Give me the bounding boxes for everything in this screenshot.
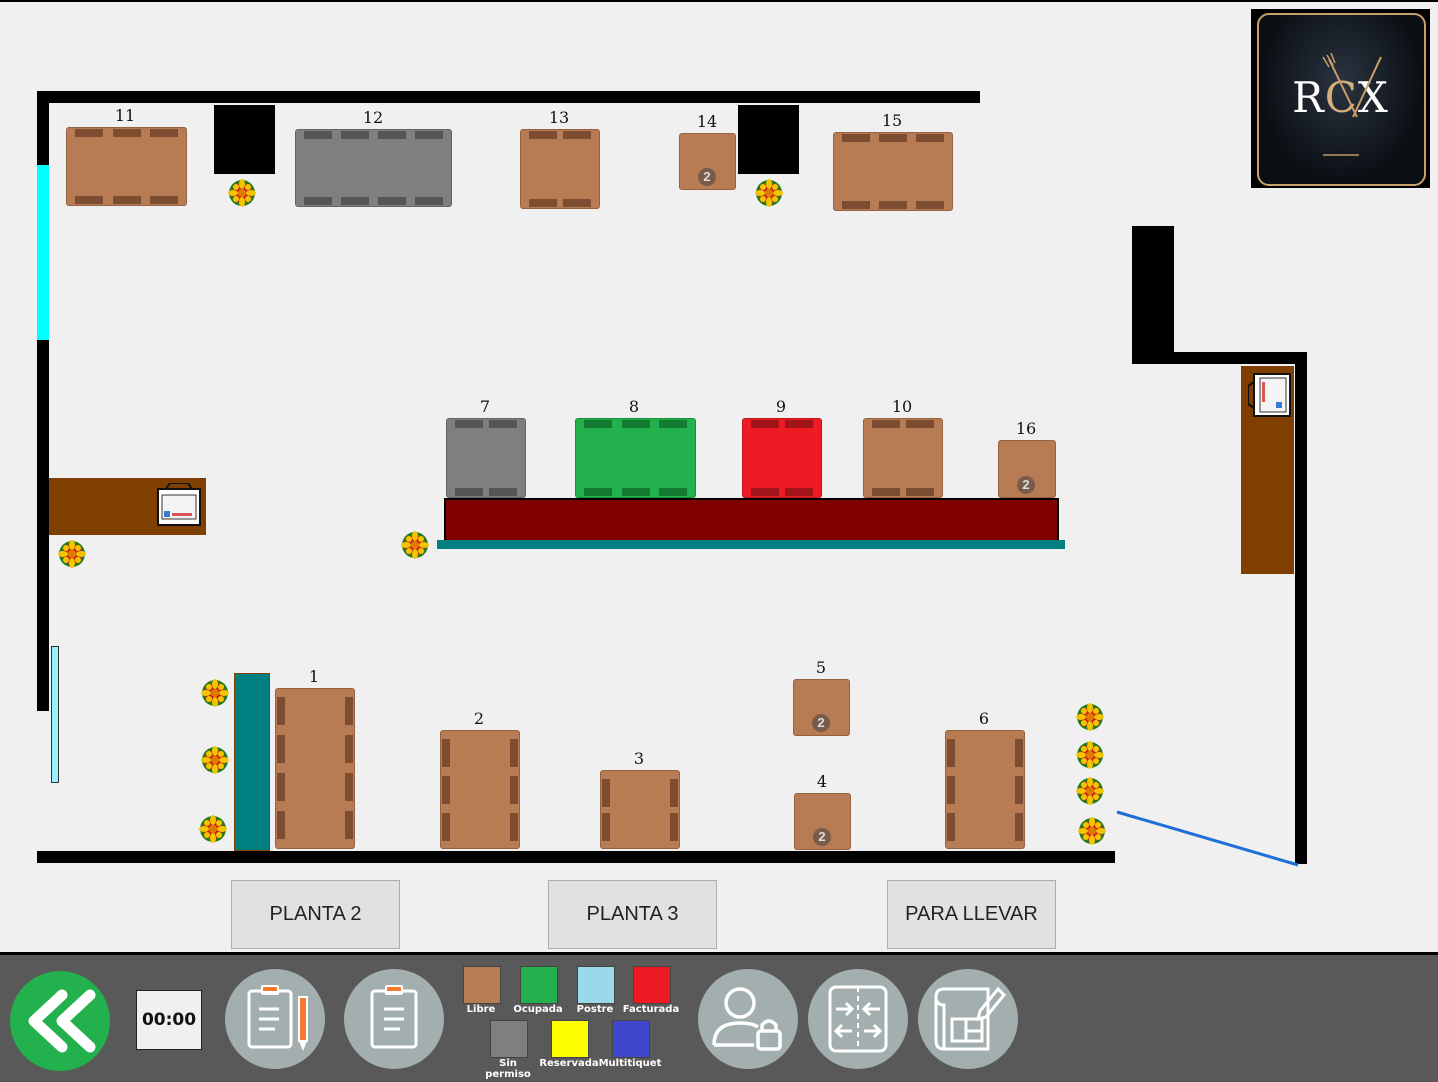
double-chevron-left-icon xyxy=(28,989,96,1053)
table-5[interactable]: 2 xyxy=(793,679,850,736)
table-13[interactable] xyxy=(520,129,600,209)
legend-swatch-libre xyxy=(463,966,501,1004)
planta-2-button[interactable]: PLANTA 2 xyxy=(231,880,400,949)
legend-label-multitiquet: Multitiquet xyxy=(598,1058,662,1069)
clipboard-icon xyxy=(370,985,418,1049)
plant-icon xyxy=(58,540,86,568)
wall-right-upper xyxy=(1132,226,1174,364)
table-7[interactable] xyxy=(446,418,526,498)
plant-icon xyxy=(228,179,256,207)
table-number: 1 xyxy=(308,667,320,686)
table-11[interactable] xyxy=(66,127,187,206)
plant-icon xyxy=(401,531,429,559)
pillar-1 xyxy=(214,105,275,174)
logo-text-c: C xyxy=(1324,73,1358,122)
legend-swatch-multitiquet xyxy=(612,1020,650,1058)
table-9[interactable] xyxy=(742,418,822,498)
seat-count-badge: 2 xyxy=(1017,476,1035,494)
plant-icon xyxy=(1078,817,1106,845)
bottom-toolbar: 00:00 Libre Ocupada Postre Facturada xyxy=(0,952,1438,1082)
legend-swatch-facturada xyxy=(633,966,671,1004)
table-number: 12 xyxy=(362,108,384,127)
para-llevar-button[interactable]: PARA LLEVAR xyxy=(887,880,1056,949)
bar-footrest xyxy=(437,540,1065,549)
table-1[interactable] xyxy=(275,688,355,849)
arrows-transfer-icon xyxy=(828,985,888,1053)
table-number: 2 xyxy=(473,709,485,728)
table-number: 10 xyxy=(891,397,913,416)
edit-floor-plan-button[interactable] xyxy=(918,969,1018,1069)
table-number: 5 xyxy=(815,658,827,677)
legend-label-facturada: Facturada xyxy=(622,1004,680,1015)
table-16[interactable]: 2 xyxy=(998,440,1056,498)
pos-terminal-right-icon[interactable] xyxy=(1248,372,1292,418)
logo-text-r: R xyxy=(1292,73,1325,122)
table-14[interactable]: 2 xyxy=(679,133,736,190)
table-8[interactable] xyxy=(575,418,696,498)
plant-icon xyxy=(1076,741,1104,769)
timer-display: 00:00 xyxy=(136,990,202,1050)
table-number: 13 xyxy=(548,108,570,127)
legend-label-ocupada: Ocupada xyxy=(513,1004,563,1015)
planter-box xyxy=(234,673,270,851)
legend-swatch-sin-permiso xyxy=(490,1020,528,1058)
seat-count-badge: 2 xyxy=(813,828,831,846)
transfer-table-button[interactable] xyxy=(808,969,908,1069)
plant-icon xyxy=(1076,703,1104,731)
top-border xyxy=(0,0,1438,2)
pillar-2 xyxy=(738,105,799,174)
table-6[interactable] xyxy=(945,730,1025,849)
table-4[interactable]: 2 xyxy=(794,793,851,850)
window-left xyxy=(37,165,49,340)
table-number: 9 xyxy=(775,397,787,416)
table-number: 8 xyxy=(628,397,640,416)
back-button[interactable] xyxy=(10,971,110,1071)
table-number: 7 xyxy=(479,397,491,416)
wall-top xyxy=(37,91,980,103)
table-number: 6 xyxy=(978,709,990,728)
bar-counter xyxy=(444,498,1059,542)
logo: RCX xyxy=(1251,9,1430,188)
legend-swatch-postre xyxy=(577,966,615,1004)
legend-label-reservada: Reservada xyxy=(539,1058,599,1069)
wall-right xyxy=(1295,352,1307,864)
table-number: 11 xyxy=(114,106,136,125)
table-2[interactable] xyxy=(440,730,520,849)
table-12[interactable] xyxy=(295,129,452,207)
wall-right-ledge xyxy=(1132,352,1307,364)
plant-icon xyxy=(1076,777,1104,805)
table-10[interactable] xyxy=(863,418,943,498)
legend-label-postre: Postre xyxy=(576,1004,614,1015)
lock-user-button[interactable] xyxy=(698,969,798,1069)
plant-icon xyxy=(201,746,229,774)
wall-bottom xyxy=(37,851,1115,863)
table-number: 16 xyxy=(1015,419,1037,438)
clipboard-pencil-icon xyxy=(247,985,308,1051)
table-number: 3 xyxy=(633,749,645,768)
seat-count-badge: 2 xyxy=(698,168,716,186)
table-number: 14 xyxy=(696,112,718,131)
table-3[interactable] xyxy=(600,770,680,849)
table-15[interactable] xyxy=(833,132,953,211)
table-number: 4 xyxy=(816,772,828,791)
planta-3-button[interactable]: PLANTA 3 xyxy=(548,880,717,949)
legend-swatch-ocupada xyxy=(520,966,558,1004)
plant-icon xyxy=(201,679,229,707)
door-swing-line xyxy=(1116,810,1299,867)
table-number: 15 xyxy=(881,111,903,130)
blueprint-pencil-icon xyxy=(934,986,1007,1051)
seat-count-badge: 2 xyxy=(812,714,830,732)
plant-icon xyxy=(199,815,227,843)
order-button[interactable] xyxy=(344,969,444,1069)
fork-knife-icon xyxy=(1322,53,1382,118)
plant-icon xyxy=(755,179,783,207)
pos-terminal-icon[interactable] xyxy=(156,483,202,527)
door-left xyxy=(51,646,59,783)
legend-label-sin-permiso: Sin permiso xyxy=(485,1058,531,1080)
legend-label-libre: Libre xyxy=(466,1004,496,1015)
user-lock-icon xyxy=(712,987,782,1051)
legend-swatch-reservada xyxy=(551,1020,589,1058)
edit-order-button[interactable] xyxy=(225,969,325,1069)
